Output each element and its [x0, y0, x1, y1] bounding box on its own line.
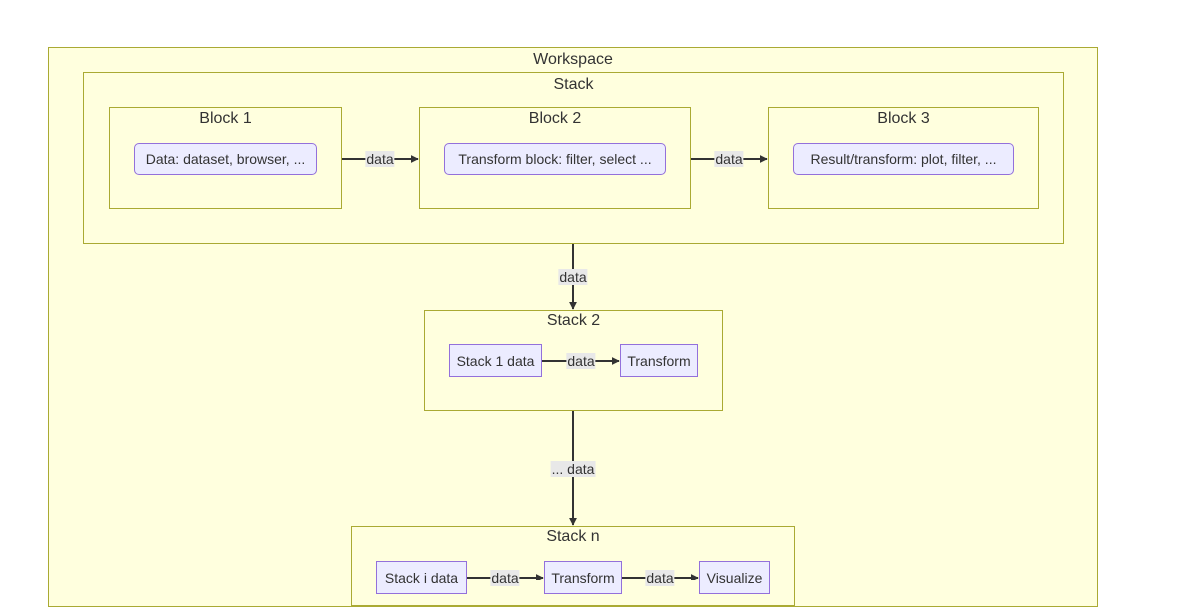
- stack-2-node-transform: Transform: [620, 344, 698, 377]
- edge-label-stack1-stack2: data: [558, 269, 588, 285]
- stack-n-title: Stack n: [546, 528, 600, 545]
- edges-layer: [342, 155, 768, 580]
- edge-label-stack2-stackn: ... data: [550, 461, 596, 477]
- block-3-node: Result/transform: plot, filter, ...: [793, 143, 1014, 175]
- stack-2-title: Stack 2: [546, 312, 601, 329]
- block-1-title: Block 1: [199, 110, 252, 127]
- block-3-title: Block 3: [877, 110, 930, 127]
- edge-label-stackn-2: data: [645, 570, 675, 586]
- edge-label-stack2-internal: data: [566, 353, 596, 369]
- edge-label-stackn-1: data: [490, 570, 520, 586]
- block-1-node: Data: dataset, browser, ...: [134, 143, 317, 175]
- stack-title: Stack: [553, 76, 594, 93]
- block-2-title: Block 2: [528, 110, 582, 127]
- block-2-node: Transform block: filter, select ...: [444, 143, 666, 175]
- edge-label-block2-block3: data: [714, 151, 744, 167]
- stack-2-node-input: Stack 1 data: [449, 344, 542, 377]
- workspace-title: Workspace: [533, 51, 613, 68]
- edge-label-block1-block2: data: [365, 151, 395, 167]
